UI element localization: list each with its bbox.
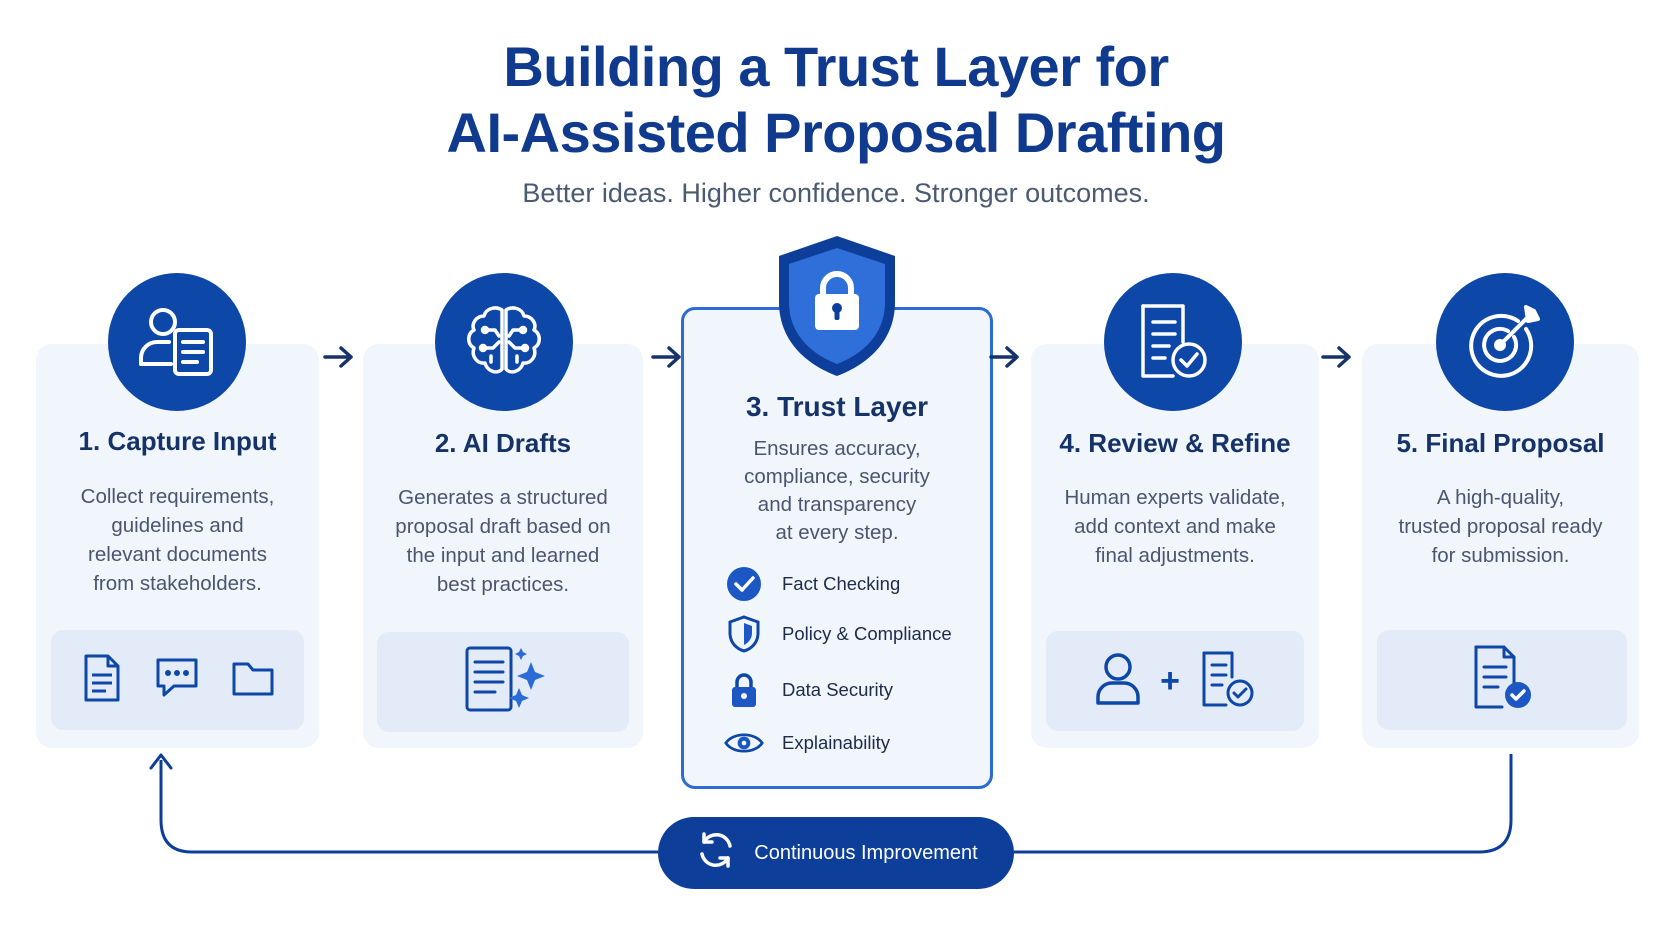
title-line-2: AI-Assisted Proposal Drafting <box>446 101 1226 164</box>
step-desc-4-line: Human experts validate, <box>1064 486 1286 509</box>
step-desc-4: Human experts validate, add context and … <box>1031 483 1319 570</box>
chat-icon <box>154 656 200 705</box>
page-title: Building a Trust Layer for AI-Assisted P… <box>0 34 1672 166</box>
icon-tray-2 <box>377 632 629 732</box>
target-icon <box>1436 273 1574 411</box>
step-desc-1-line: Collect requirements, <box>80 485 275 508</box>
step-title-5: 5. Final Proposal <box>1396 428 1605 458</box>
step-desc-2-line: Generates a structured <box>398 486 608 509</box>
step-desc-1-line: from stakeholders. <box>93 572 262 595</box>
feature-label: Explainability <box>782 732 890 753</box>
step-desc-1-line: relevant documents <box>88 543 267 566</box>
continuous-improvement-label: Continuous Improvement <box>754 841 978 864</box>
shield-icon <box>724 614 764 654</box>
step-desc-3-line: at every step. <box>775 521 899 544</box>
lock-icon <box>724 670 764 710</box>
icon-tray-5 <box>1377 630 1627 730</box>
step-desc-3: Ensures accuracy, compliance, security a… <box>681 435 993 547</box>
arrow-right-icon <box>651 346 681 368</box>
step-desc-5-line: A high-quality, <box>1436 486 1565 509</box>
user-document-icon <box>108 273 246 411</box>
step-title-2: 2. AI Drafts <box>434 428 572 458</box>
eye-icon <box>724 723 764 763</box>
ai-document-sparkle-icon <box>455 644 551 721</box>
continuous-improvement-badge: Continuous Improvement <box>658 817 1014 889</box>
refresh-icon <box>694 828 738 878</box>
step-desc-1-line: guidelines and <box>111 514 244 537</box>
feature-fact-checking: Fact Checking <box>724 564 900 604</box>
step-desc-2-line: the input and learned <box>406 544 600 567</box>
step-title-4: 4. Review & Refine <box>1059 428 1291 458</box>
title-line-1: Building a Trust Layer for <box>503 35 1169 98</box>
step-desc-4-line: add context and make <box>1074 515 1276 538</box>
step-desc-4-line: final adjustments. <box>1095 544 1255 567</box>
feature-label: Policy & Compliance <box>782 623 952 644</box>
step-title-3: 3. Trust Layer <box>745 391 929 422</box>
feature-label: Fact Checking <box>782 573 901 594</box>
plus-sign: + <box>1160 662 1180 700</box>
person-icon <box>1094 651 1142 712</box>
brain-icon <box>435 273 573 411</box>
feature-data-security: Data Security <box>724 670 893 710</box>
step-desc-5-line: trusted proposal ready <box>1398 515 1603 538</box>
folder-icon <box>230 658 276 703</box>
step-desc-3-line: Ensures accuracy, <box>753 437 921 460</box>
document-icon <box>80 653 124 708</box>
step-desc-2-line: proposal draft based on <box>395 515 611 538</box>
step-desc-3-line: and transparency <box>757 493 917 516</box>
step-desc-5-line: for submission. <box>1431 544 1570 567</box>
document-check-icon <box>1104 273 1242 411</box>
page-subtitle: Better ideas. Higher confidence. Stronge… <box>522 178 1150 208</box>
arrow-right-icon <box>1321 346 1351 368</box>
feature-policy-compliance: Policy & Compliance <box>724 614 952 654</box>
feature-explainability: Explainability <box>724 723 890 763</box>
feature-label: Data Security <box>782 679 894 700</box>
step-title-1: 1. Capture Input <box>78 426 277 456</box>
document-check-icon <box>1198 649 1256 714</box>
shield-lock-icon <box>779 236 895 376</box>
approved-document-icon <box>1466 643 1538 718</box>
icon-tray-4: + <box>1046 631 1304 731</box>
step-card-trust-layer <box>681 307 993 789</box>
arrow-right-icon <box>323 346 353 368</box>
step-desc-1: Collect requirements, guidelines and rel… <box>36 482 319 598</box>
step-desc-2: Generates a structured proposal draft ba… <box>363 483 643 599</box>
step-desc-3-line: compliance, security <box>744 465 930 488</box>
arrow-right-icon <box>989 346 1019 368</box>
step-desc-5: A high-quality, trusted proposal ready f… <box>1362 483 1639 570</box>
step-desc-2-line: best practices. <box>436 573 570 596</box>
icon-tray-1 <box>51 630 304 730</box>
check-circle-icon <box>724 564 764 604</box>
